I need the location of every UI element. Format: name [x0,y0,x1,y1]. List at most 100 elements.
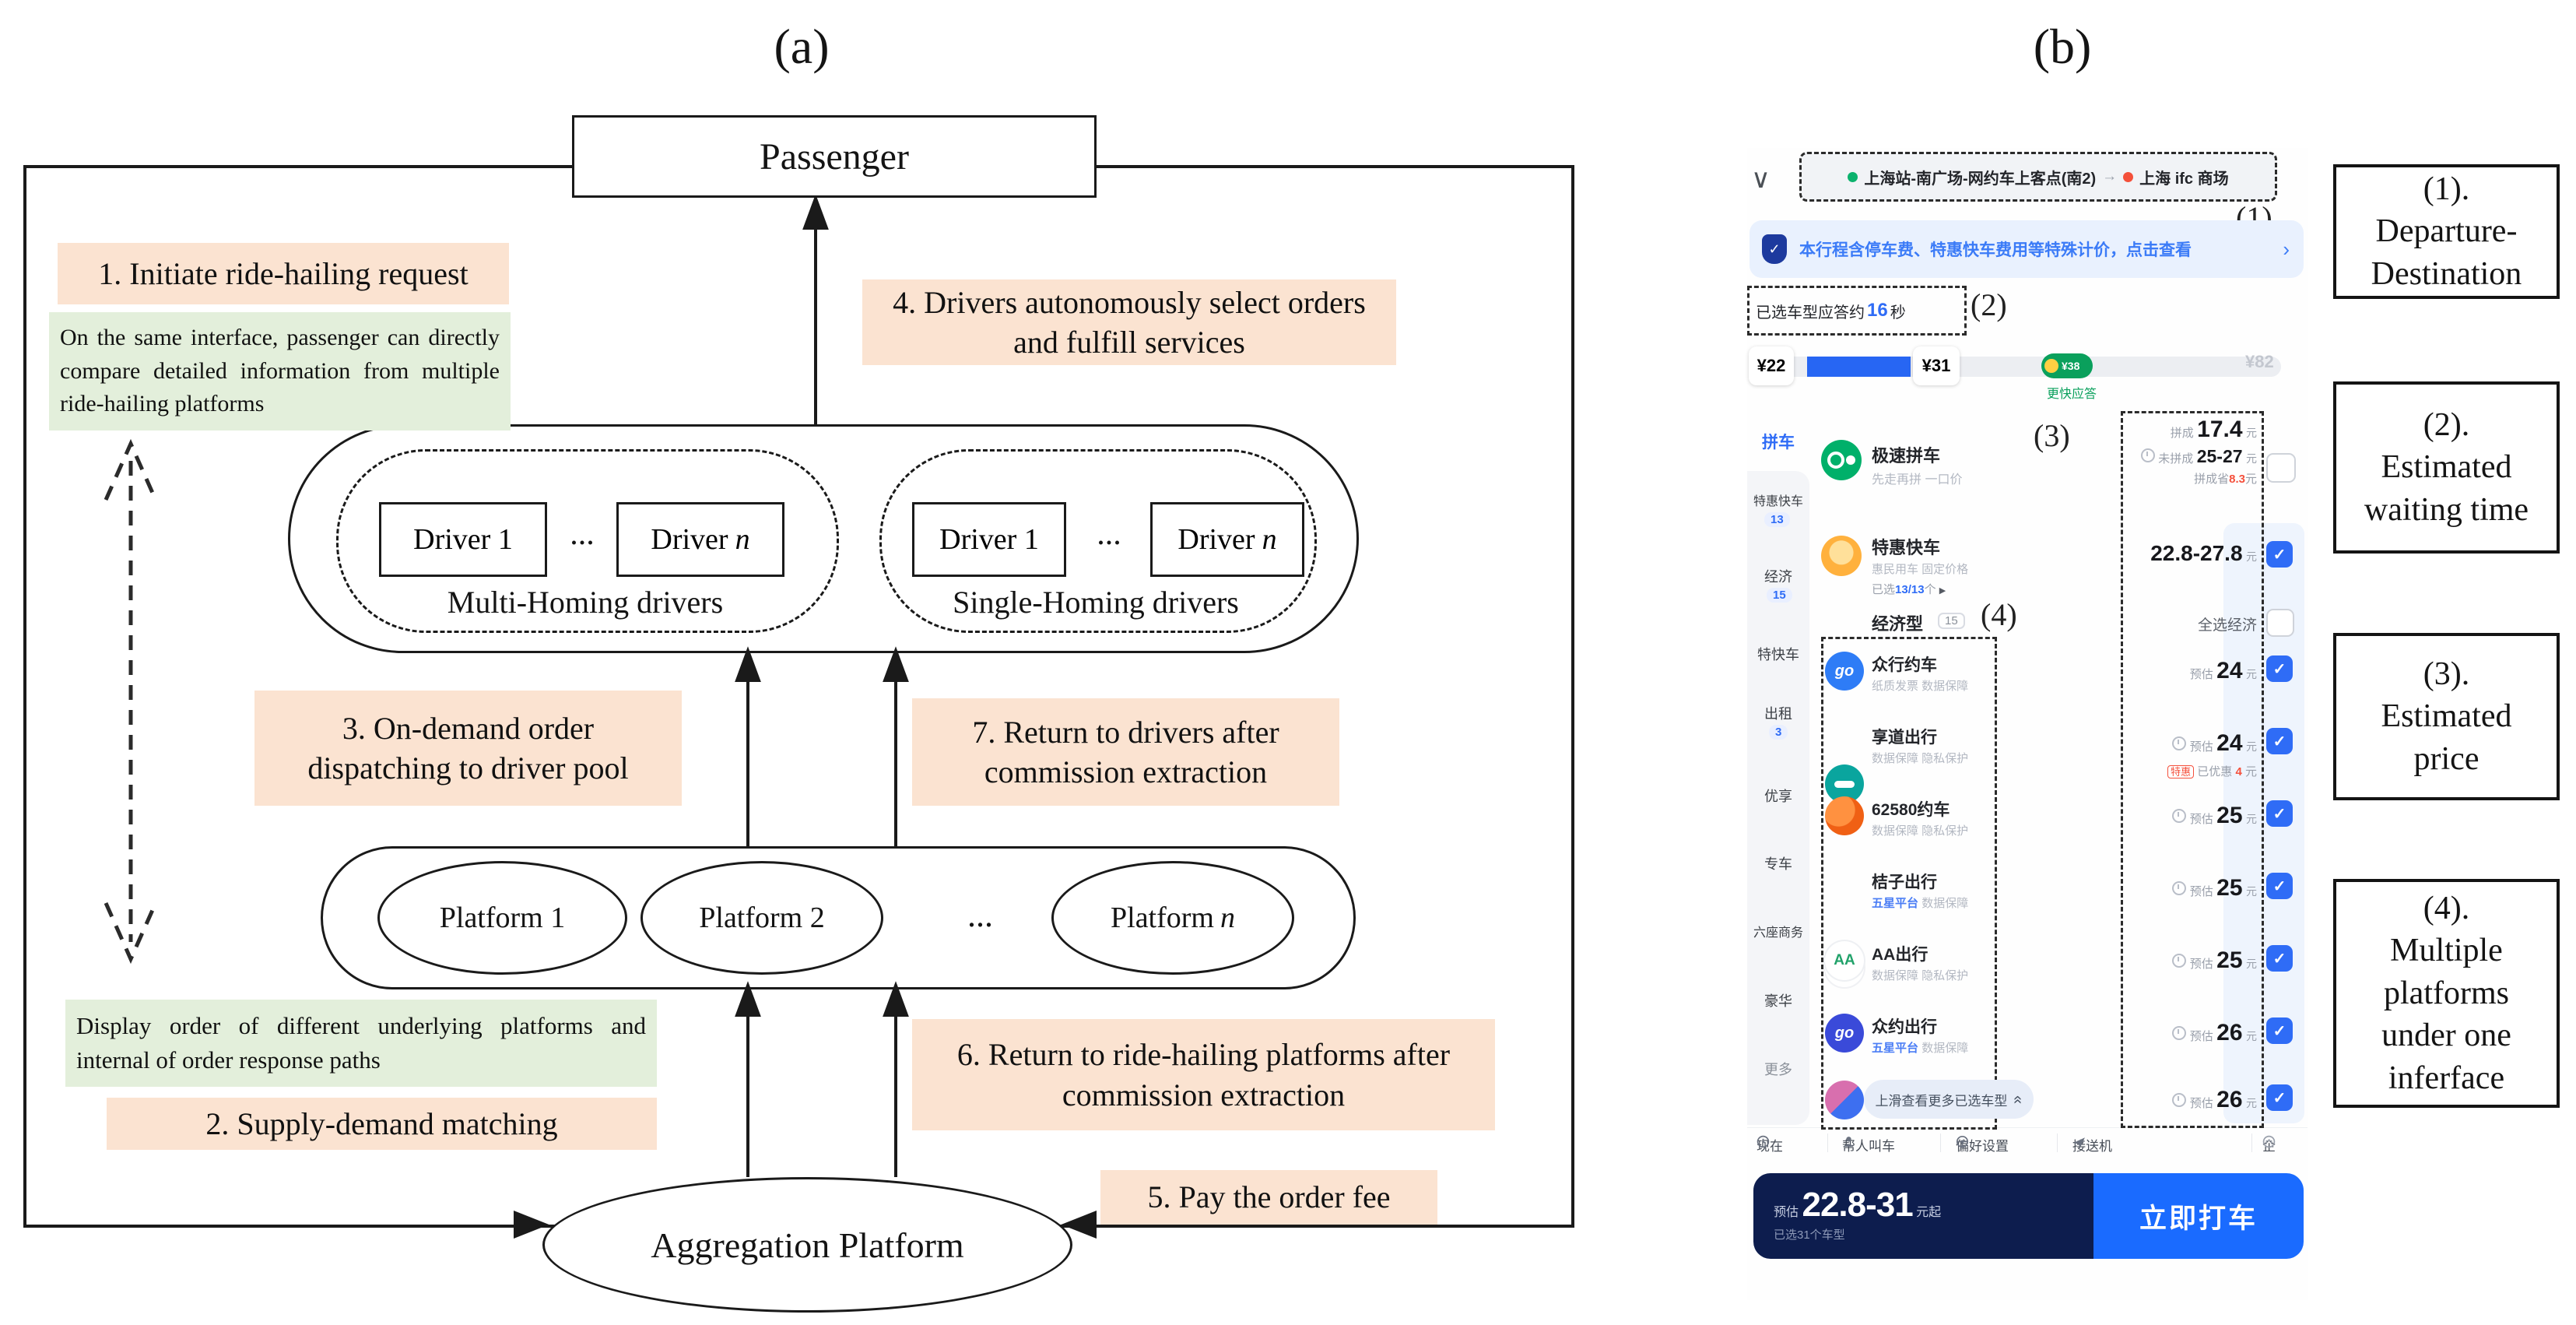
aggregation-platform-ellipse: Aggregation Platform [542,1177,1072,1313]
row-checkbox[interactable]: ✓ [2266,873,2293,899]
row-name[interactable]: 桔子出行 [1872,873,1937,891]
price-unit: 元 [2246,427,2257,439]
fee-banner[interactable]: ✓ 本行程含停车费、特惠快车费用等特殊计价，点击查看 › [1750,220,2304,278]
sidebar-item[interactable]: 出租 [1764,706,1792,722]
price-value: 24 [2216,658,2243,684]
toolbar-item-business[interactable]: 企 [2262,1135,2276,1155]
toolbar-item-airport-transfer[interactable]: 接送机 [2072,1135,2112,1155]
sidebar-item[interactable]: 优享 [1764,789,1792,804]
price-unit: 元 [2246,740,2257,753]
step-1-text: 1. Initiate ride-hailing request [98,255,469,291]
annotation-line: inferface [2388,1060,2505,1096]
cheap-price-block: 22.8-27.8 元 [2082,541,2257,566]
platform-1-ellipse: Platform 1 [377,861,627,975]
annotation-line: Estimated [2381,698,2512,735]
carpool-price-block: 拼成 17.4 元 未拼成 25-27 元 拼成省8.3元 [2121,416,2257,487]
sidebar-item-carpool[interactable]: 拼车 [1762,434,1795,452]
sidebar-badge: 13 [1764,512,1790,527]
sidebar-item[interactable]: 更多 [1764,1062,1792,1077]
cheap-checkbox[interactable]: ✓ [2266,541,2293,568]
toolbar-separator [2057,1133,2058,1152]
wait-time-box: 已选车型应答约 16 秒 [1747,286,1967,336]
single-drivers-ellipsis: ... [1097,516,1121,552]
selected-count: 13/13 [1895,583,1925,596]
check-icon: ✓ [2272,805,2286,823]
row-name[interactable]: 众行约车 [1872,656,1937,674]
row-checkbox[interactable]: ✓ [2266,1017,2293,1044]
route-bar[interactable]: 上海站-南广场-网约车上客点(南2) → 上海 ifc 商场 [1799,152,2277,202]
toolbar-item-preferences[interactable]: 偏好设置 [1956,1135,2009,1155]
toolbar-separator [1827,1133,1828,1152]
row-checkbox[interactable]: ✓ [2266,655,2293,682]
slider-fast-badge[interactable]: ¥38 [2041,353,2093,378]
toolbar-label: 现在 [1757,1139,1783,1154]
route-arrow-icon: → [2102,168,2118,185]
row-price: 预估 26 元 [2082,1087,2257,1113]
row-name[interactable]: AA出行 [1872,946,1928,964]
row-checkbox[interactable]: ✓ [2266,728,2293,754]
more-vehicles-overlay[interactable]: 上滑查看更多已选车型 » [1864,1080,2034,1119]
row-name[interactable]: 62580约车 [1872,801,1950,819]
platform-n-var: n [1220,901,1235,934]
zhongyue-logo-icon: go [1825,1014,1864,1053]
promo-text: 已优惠 [2197,765,2233,778]
row-tags: 数据保障 隐私保护 [1872,969,1969,982]
slider-min-handle[interactable]: ¥22 [1749,346,1794,385]
panel-a-title: (a) [774,19,830,74]
caret-icon: ▶ [1939,586,1946,596]
row-checkbox[interactable]: ✓ [2266,1084,2293,1111]
sidebar-item[interactable]: 经济 [1764,569,1792,585]
collapse-chevron-icon[interactable]: ∨ [1751,164,1771,194]
step-6-label: 6. Return to ride-hailing platforms afte… [912,1019,1495,1130]
annotation-line: Estimated [2381,449,2512,486]
row-tags: 五星平台 数据保障 [1872,1039,1968,1056]
tag-gray: 数据保障 [1921,1042,1969,1055]
step-4-text: 4. Drivers autonomously select orders an… [893,284,1366,360]
select-all-economy-checkbox[interactable]: ✓ [2266,609,2294,637]
cheap-name[interactable]: 特惠快车 [1872,538,1941,557]
note-1-text: On the same interface, passenger can dir… [60,325,500,417]
step-2-text: 2. Supply-demand matching [205,1105,558,1141]
sidebar-item[interactable]: 特惠快车 [1753,495,1803,508]
row-price: 预估 24 元 [2097,658,2257,684]
carpool-checkbox[interactable]: ✓ [2266,453,2296,483]
tehui-kuaiche-logo-icon [1821,536,1862,576]
step-3-label: 3. On-demand order dispatching to driver… [254,691,682,806]
slider-mid-handle[interactable]: ¥31 [1913,346,1960,385]
check-icon: ✓ [2272,950,2286,968]
passenger-label: Passenger [760,135,909,177]
toolbar-item-call-for-others[interactable]: 帮人叫车 [1842,1135,1895,1155]
row-tags: 数据保障 隐私保护 [1872,824,1969,838]
category-sidebar-panel [1747,471,1809,1125]
cheap-selected-line[interactable]: 已选13/13个 ▶ [1872,581,1946,597]
row-price: 预估 25 元 [2082,803,2257,829]
select-all-economy-label: 全选经济 [2197,617,2257,634]
route-destination: 上海 ifc 商场 [2139,170,2229,188]
platform-2-ellipse: Platform 2 [640,861,883,975]
badge-count: 13 [1764,512,1790,527]
call-taxi-button[interactable]: 立即打车 [2093,1173,2304,1259]
row-checkbox[interactable]: ✓ [2266,800,2293,827]
annotation-box-2: (2). Estimated waiting time [2333,381,2560,554]
step-4-label: 4. Drivers autonomously select orders an… [862,279,1396,365]
row-name[interactable]: 享道出行 [1872,729,1937,747]
sidebar-item[interactable]: 六座商务 [1753,926,1803,940]
sidebar-item[interactable]: 豪华 [1764,993,1792,1009]
cheap-price: 22.8-27.8 [2150,541,2243,565]
cheap-tags: 惠民用车 固定价格 [1872,563,1969,576]
toolbar-item-now[interactable]: 现在 [1757,1135,1783,1155]
row-checkbox[interactable]: ✓ [2266,945,2293,972]
annotation-line: waiting time [2364,491,2529,528]
sidebar-item[interactable]: 特快车 [1757,647,1799,662]
row-name[interactable]: 众约出行 [1872,1018,1937,1036]
price-unit: 元 [2246,958,2257,970]
annotation-line: (4). [2423,890,2470,926]
marker-3: (3) [2034,418,2070,453]
logo-text: go [1834,662,1855,680]
row-tags: 五星平台 数据保障 [1872,894,1968,911]
step-6-text: 6. Return to ride-hailing platforms afte… [956,1037,1451,1112]
carpool-name[interactable]: 极速拼车 [1872,446,1941,466]
annotation-line: under one [2381,1017,2511,1054]
sidebar-item[interactable]: 专车 [1764,856,1792,872]
